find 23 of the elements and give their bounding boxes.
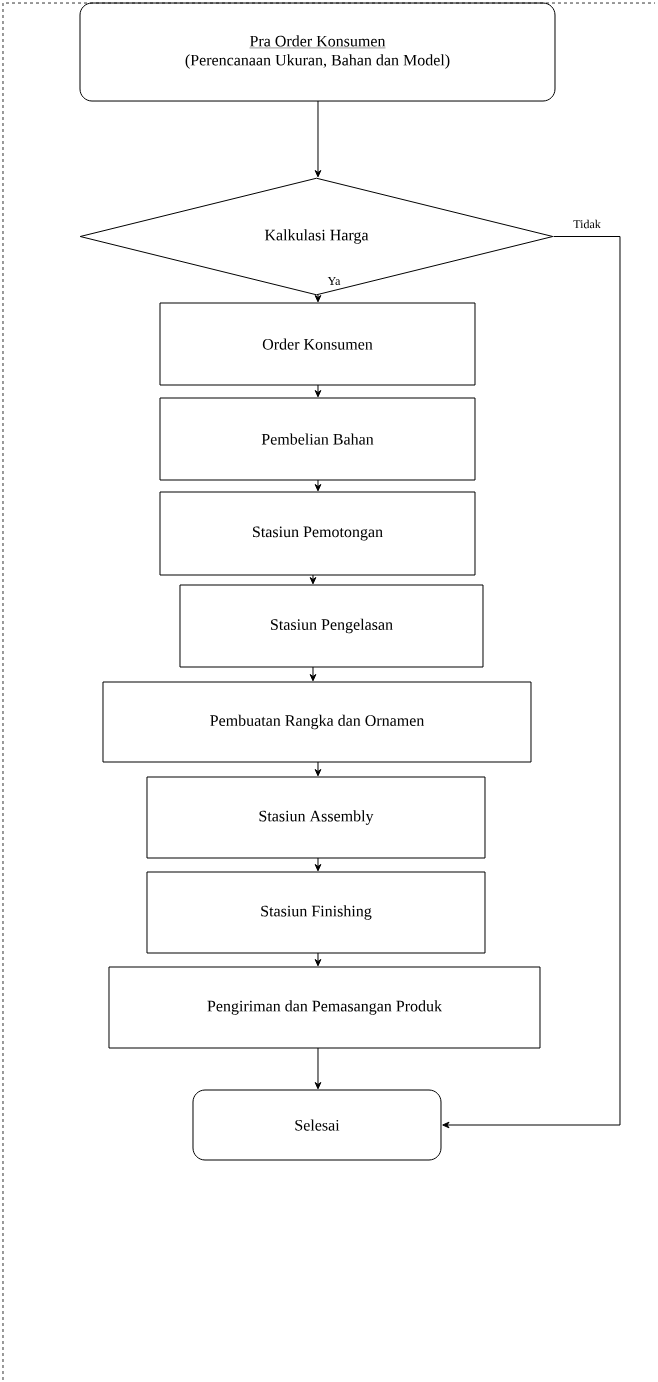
arrow bbox=[314, 384, 322, 398]
edge-label: Ya bbox=[326, 276, 342, 286]
process-box: Pembuatan Rangka dan Ornamen bbox=[102, 681, 532, 763]
arrow bbox=[309, 574, 317, 585]
arrow bbox=[314, 294, 322, 303]
arrow bbox=[314, 1047, 322, 1090]
process-box: Stasiun Pemotongan bbox=[159, 491, 476, 576]
arrow bbox=[309, 666, 317, 682]
arrow bbox=[314, 761, 322, 777]
process-box: Stasiun Pengelasan bbox=[179, 584, 484, 668]
edge-label: Tidak bbox=[572, 218, 602, 230]
process-box: Stasiun Finishing bbox=[146, 871, 486, 954]
process-box: Stasiun Assembly bbox=[146, 776, 486, 859]
arrow bbox=[314, 100, 322, 178]
arrow bbox=[442, 236, 621, 1129]
process-box: Pengiriman dan Pemasangan Produk bbox=[108, 966, 541, 1049]
terminal-box: Selesai bbox=[192, 1089, 442, 1161]
process-box: Order Konsumen bbox=[159, 302, 476, 386]
process-box: Pembelian Bahan bbox=[159, 397, 476, 481]
arrow bbox=[314, 857, 322, 872]
arrow bbox=[314, 952, 322, 967]
arrow bbox=[314, 479, 322, 492]
terminal-box: Pra Order Konsumen (Perencanaan Ukuran, Bahan dan Model) bbox=[79, 2, 556, 102]
